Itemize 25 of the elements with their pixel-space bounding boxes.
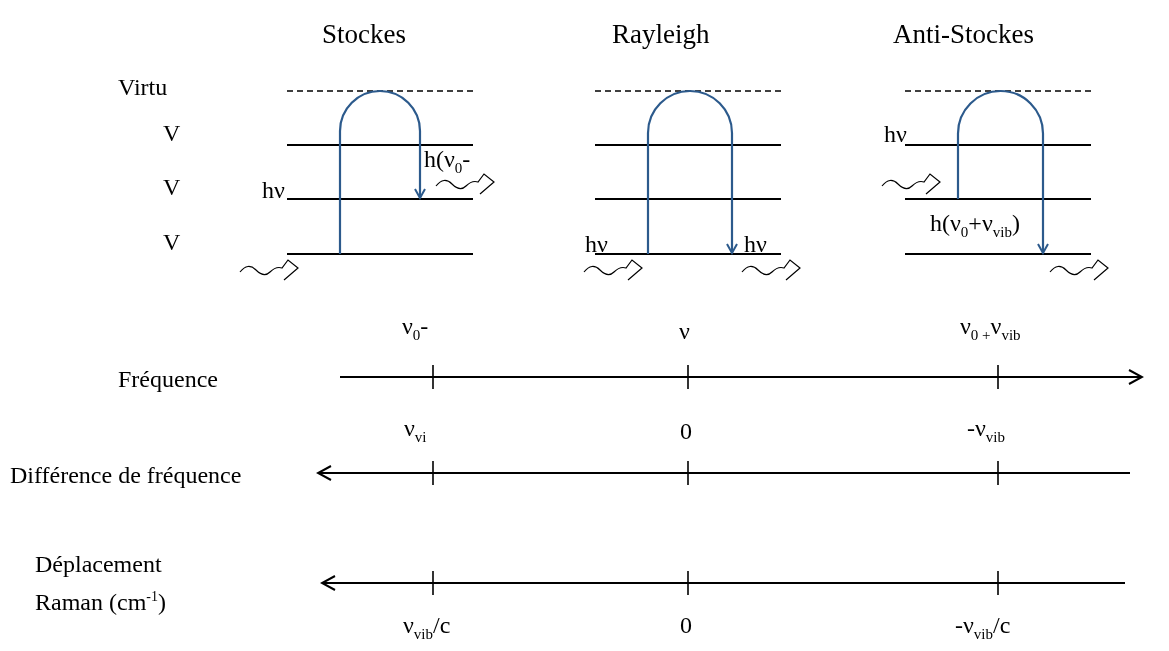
level-label: V bbox=[163, 174, 181, 201]
photon-label: hν bbox=[744, 231, 767, 258]
level-label: V bbox=[163, 120, 181, 147]
photon-label: hν bbox=[884, 121, 907, 148]
axis-title: Différence de fréquence bbox=[10, 462, 242, 489]
column-title: Stockes bbox=[322, 20, 406, 50]
photon-label: h(ν$_{0}$+ν$_{vib}$) bbox=[930, 210, 1020, 241]
tick-label: ν$_{vib}$/c bbox=[403, 612, 451, 643]
photon-label: hν bbox=[262, 177, 285, 204]
level-label: Virtu bbox=[118, 74, 168, 101]
photon-label: h(ν$_{0}$- bbox=[424, 146, 471, 177]
photon-label: hν bbox=[585, 231, 608, 258]
column-title: Anti-Stockes bbox=[893, 20, 1034, 50]
tick-label: 0 bbox=[680, 612, 692, 639]
tick-label: -ν$_{vib}$/c bbox=[955, 612, 1011, 643]
axis-title: Déplacement Raman (cm$^{-1}$) bbox=[35, 550, 167, 618]
tick-label: ν bbox=[679, 318, 690, 345]
axis-title: Fréquence bbox=[118, 366, 218, 393]
tick-label: ν$_{vi}$ bbox=[404, 415, 427, 446]
level-label: V bbox=[163, 229, 181, 256]
tick-label: ν$_{0}$- bbox=[402, 313, 429, 344]
tick-label: ν$_{0 +}$ν$_{vib}$ bbox=[960, 313, 1021, 344]
column-title: Rayleigh bbox=[612, 20, 710, 50]
tick-label: -ν$_{vib}$ bbox=[967, 415, 1005, 446]
tick-label: 0 bbox=[680, 418, 692, 445]
